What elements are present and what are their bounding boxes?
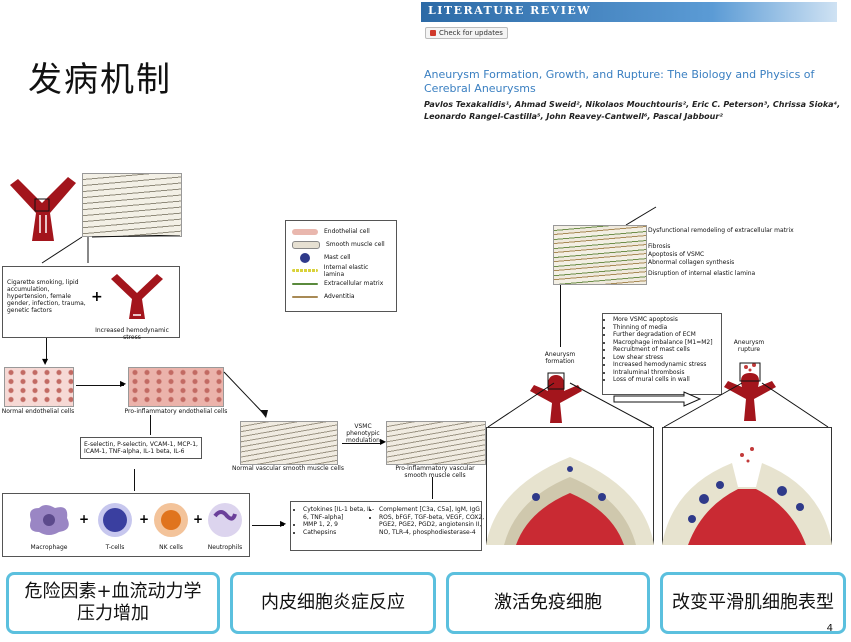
zoom-lines	[487, 382, 653, 428]
macrophage-label: Macrophage	[30, 544, 68, 551]
plus-sign: +	[139, 512, 150, 526]
literature-review-banner	[421, 2, 837, 22]
normal-endothelial-panel	[4, 367, 74, 407]
crossmark-icon	[430, 30, 436, 36]
arrow-down	[150, 415, 151, 435]
section-label: Literature Review	[428, 4, 592, 17]
t-cells-label: T-cells	[105, 544, 125, 551]
arrow-head: ▶	[280, 519, 287, 528]
slide-title: 发病机制	[28, 60, 172, 100]
arrow-diagonal	[223, 371, 268, 418]
t-cell-icon	[98, 503, 132, 537]
progression-arrow	[613, 391, 702, 407]
immune-cells-box: + + + Macrophage T-cells NK cells Neutro…	[2, 493, 250, 557]
legend-ecm: Extracellular matrix	[292, 277, 390, 290]
arrow-down	[432, 477, 433, 499]
arrow-head: ▶	[120, 379, 127, 388]
check-updates-label: Check for updates	[439, 29, 503, 37]
bifurcation-artery-icon	[10, 177, 76, 241]
legend-endothelial: Endothelial cell	[292, 225, 390, 238]
arrow-right	[252, 525, 284, 526]
mediators-box: Cytokines [IL-1 beta, IL-6, TNF-alpha] M…	[290, 501, 485, 551]
aneurysm-formation-label: Aneurysm formation	[544, 351, 576, 365]
plus-sign: +	[193, 512, 204, 526]
pro-vsmc-panel	[386, 421, 486, 465]
arrow-head: ▼	[42, 357, 49, 366]
arrow-right	[76, 385, 124, 386]
arrow-down	[560, 285, 561, 347]
legend-mast-cell: Mast cell	[292, 251, 390, 264]
legend-smooth-muscle: Smooth muscle cell	[292, 238, 390, 251]
stressed-artery-icon	[111, 274, 163, 319]
mediators-right-list: Complement [C3a, C5a], IgM, IgG ROS, bFG…	[371, 506, 485, 536]
immune-activation-box: 激活免疫细胞	[446, 572, 650, 634]
risk-factor-box: 危险因素+血流动力学压力增加	[6, 572, 220, 634]
aneurysm-rupture-label: Aneurysm rupture	[733, 339, 765, 353]
pro-inflammatory-endothelial-panel	[128, 367, 224, 407]
hemodynamic-caption: Increased hemodynamic stress	[95, 327, 169, 341]
neutrophils-label: Neutrophils	[207, 544, 243, 551]
article-title: Aneurysm Formation, Growth, and Rupture:…	[424, 68, 815, 95]
mediators-left-list: Cytokines [IL-1 beta, IL-6, TNF-alpha] M…	[295, 506, 375, 536]
plus-sign: +	[91, 289, 103, 305]
progression-list: More VSMC apoptosis Thinning of media Fu…	[603, 314, 721, 384]
aneurysm-wall-section	[486, 427, 654, 545]
pathogenesis-figure: Cigarette smoking, lipid accumulation, h…	[0, 165, 851, 565]
article-authors: Pavlos Texakalidis¹, Ahmad Sweid², Nikol…	[424, 100, 841, 121]
pro-endothelial-caption: Pro-inflammatory endothelial cells	[124, 408, 228, 415]
aneurysm-formation-icon	[530, 372, 582, 423]
zoom-lines	[663, 382, 829, 428]
normal-endothelial-caption: Normal endothelial cells	[1, 408, 75, 415]
vsmc-modulation-label: VSMC phenotypic modulation	[346, 423, 380, 444]
connector-lines	[41, 235, 180, 264]
page-number: 4	[826, 623, 833, 634]
nk-cell-icon	[154, 503, 188, 537]
nk-cells-label: NK cells	[159, 544, 183, 551]
vessel-wall-inset	[82, 173, 182, 237]
macrophage-icon	[30, 505, 69, 535]
arrow-right	[342, 443, 382, 444]
neutrophil-icon	[208, 503, 242, 537]
legend-elastic-lamina: Internal elastic lamina	[292, 264, 390, 278]
pro-vsmc-caption: Pro-inflammatory vascular smooth muscle …	[395, 465, 475, 479]
cell-legend: Endothelial cell Smooth muscle cell Mast…	[285, 220, 397, 312]
arrow-head: ▶	[380, 437, 387, 446]
risk-factors-box: Cigarette smoking, lipid accumulation, h…	[2, 266, 180, 341]
aneurysm-rupture-icon	[724, 362, 776, 421]
arrow-diagonal	[625, 206, 657, 226]
wall-remodeling-panel	[553, 225, 647, 285]
arrow-down	[134, 469, 135, 491]
plus-sign: +	[79, 512, 90, 526]
vsmc-phenotype-box: 改变平滑肌细胞表型	[660, 572, 846, 634]
wall-labels: Dysfunctional remodeling of extracellula…	[648, 227, 794, 277]
arrow-down	[46, 338, 47, 360]
legend-adventitia: Adventitia	[292, 290, 390, 303]
ruptured-wall-section	[662, 427, 832, 545]
check-updates-badge[interactable]: Check for updates	[425, 27, 508, 39]
risk-factors-text: Cigarette smoking, lipid accumulation, h…	[7, 279, 86, 314]
normal-vsmc-caption: Normal vascular smooth muscle cells	[232, 465, 344, 472]
normal-vsmc-panel	[240, 421, 338, 465]
progression-box: More VSMC apoptosis Thinning of media Fu…	[602, 313, 722, 395]
adhesion-molecules-box: E-selectin, P-selectin, VCAM-1, MCP-1, I…	[80, 437, 202, 459]
endothelial-inflammation-box: 内皮细胞炎症反应	[230, 572, 436, 634]
